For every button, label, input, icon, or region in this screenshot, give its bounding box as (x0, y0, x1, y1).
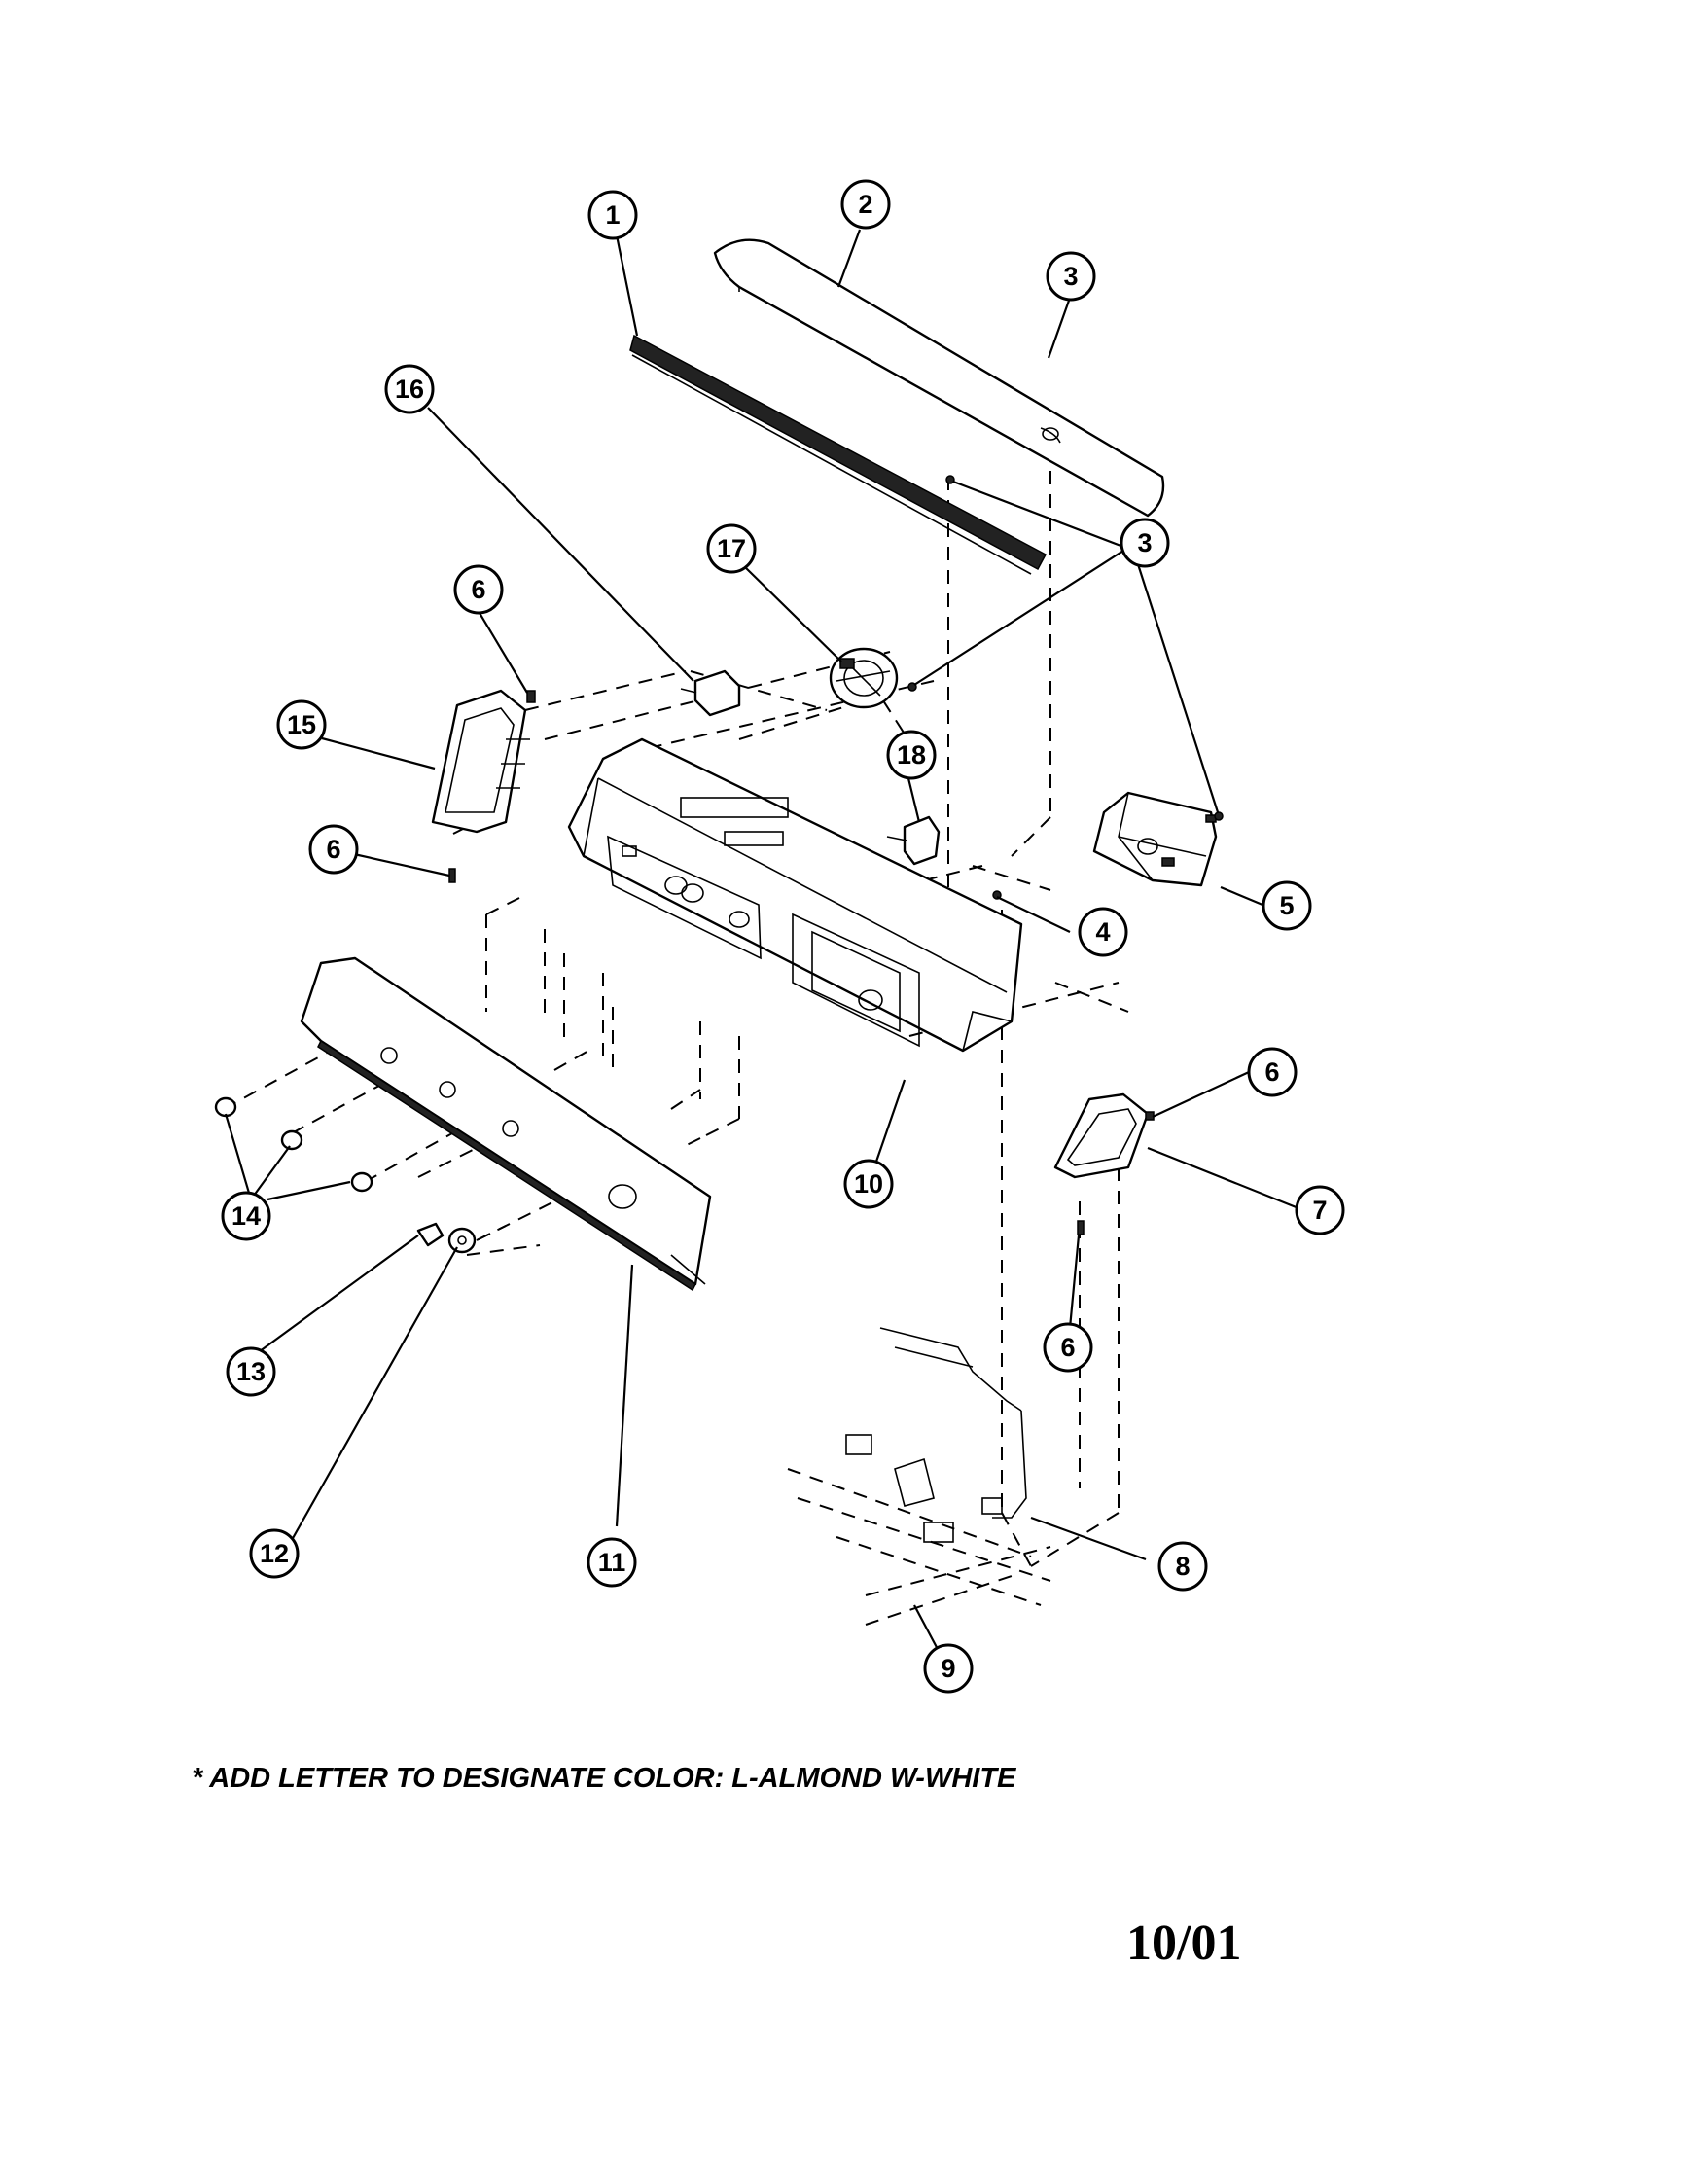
callout-label: 6 (1264, 1057, 1279, 1087)
part-timer-knob (416, 1222, 477, 1254)
color-designation-note: * ADD LETTER TO DESIGNATE COLOR: L-ALMON… (192, 1763, 1016, 1794)
part-timer (1092, 791, 1218, 887)
callout-leaders (224, 229, 1299, 1654)
revision-date-code: 10/01 (1126, 1915, 1242, 1971)
part-switch-16 (680, 669, 741, 717)
callout-3: 3 (1046, 251, 1096, 302)
callout-9: 9 (923, 1643, 974, 1694)
callout-17: 17 (706, 523, 757, 574)
part-console-top-cover (713, 238, 1165, 518)
callout-6: 6 (1247, 1047, 1298, 1097)
callout-label: 14 (231, 1201, 261, 1231)
part-control-panel-bracket (567, 737, 1023, 1053)
callout-label: 6 (471, 575, 485, 604)
callout-6: 6 (453, 564, 504, 615)
part-console-front-panel (300, 956, 712, 1292)
callout-label: 6 (326, 835, 340, 864)
part-console-trim-strip (629, 334, 1048, 575)
part-right-end-cap (1053, 1092, 1150, 1179)
callout-15: 15 (276, 699, 327, 750)
callout-6: 6 (308, 824, 359, 875)
part-left-end-cap (431, 689, 530, 834)
callout-11: 11 (587, 1537, 637, 1588)
part-console-base (787, 1434, 1051, 1626)
callout-label: 2 (858, 190, 872, 219)
callout-label: 5 (1279, 891, 1294, 920)
callout-12: 12 (249, 1528, 300, 1579)
callout-1: 1 (587, 190, 638, 240)
callout-label: 16 (395, 375, 424, 404)
callout-label: 4 (1095, 917, 1110, 947)
callout-label: 9 (941, 1654, 955, 1683)
callout-13: 13 (226, 1346, 276, 1397)
callout-8: 8 (1157, 1541, 1208, 1592)
callout-14: 14 (221, 1191, 271, 1241)
callout-16: 16 (384, 364, 435, 414)
callout-label: 8 (1175, 1552, 1190, 1581)
callout-label: 1 (605, 200, 620, 230)
callout-label: 10 (854, 1169, 883, 1199)
callout-label: 7 (1312, 1196, 1327, 1225)
callout-label: 3 (1063, 262, 1078, 291)
callout-label: 6 (1060, 1333, 1075, 1362)
callout-3: 3 (1120, 518, 1170, 568)
callout-5: 5 (1262, 880, 1312, 931)
callout-10: 10 (843, 1159, 894, 1209)
part-knobs (214, 1096, 373, 1193)
callout-label: 17 (717, 534, 746, 563)
callout-7: 7 (1295, 1185, 1345, 1235)
callout-label: 15 (287, 710, 316, 739)
callout-label: 3 (1137, 528, 1152, 557)
part-switch-18 (886, 815, 941, 866)
callout-label: 18 (897, 740, 926, 770)
callout-6: 6 (1043, 1322, 1093, 1373)
callout-label: 12 (260, 1539, 289, 1568)
callout-18: 18 (886, 730, 937, 780)
callout-label: 13 (236, 1357, 266, 1386)
part-rotary-switch-17 (829, 647, 899, 709)
callout-2: 2 (840, 179, 891, 230)
callout-label: 11 (598, 1548, 626, 1577)
callout-4: 4 (1078, 907, 1128, 957)
part-wire-harness (879, 1327, 1027, 1519)
